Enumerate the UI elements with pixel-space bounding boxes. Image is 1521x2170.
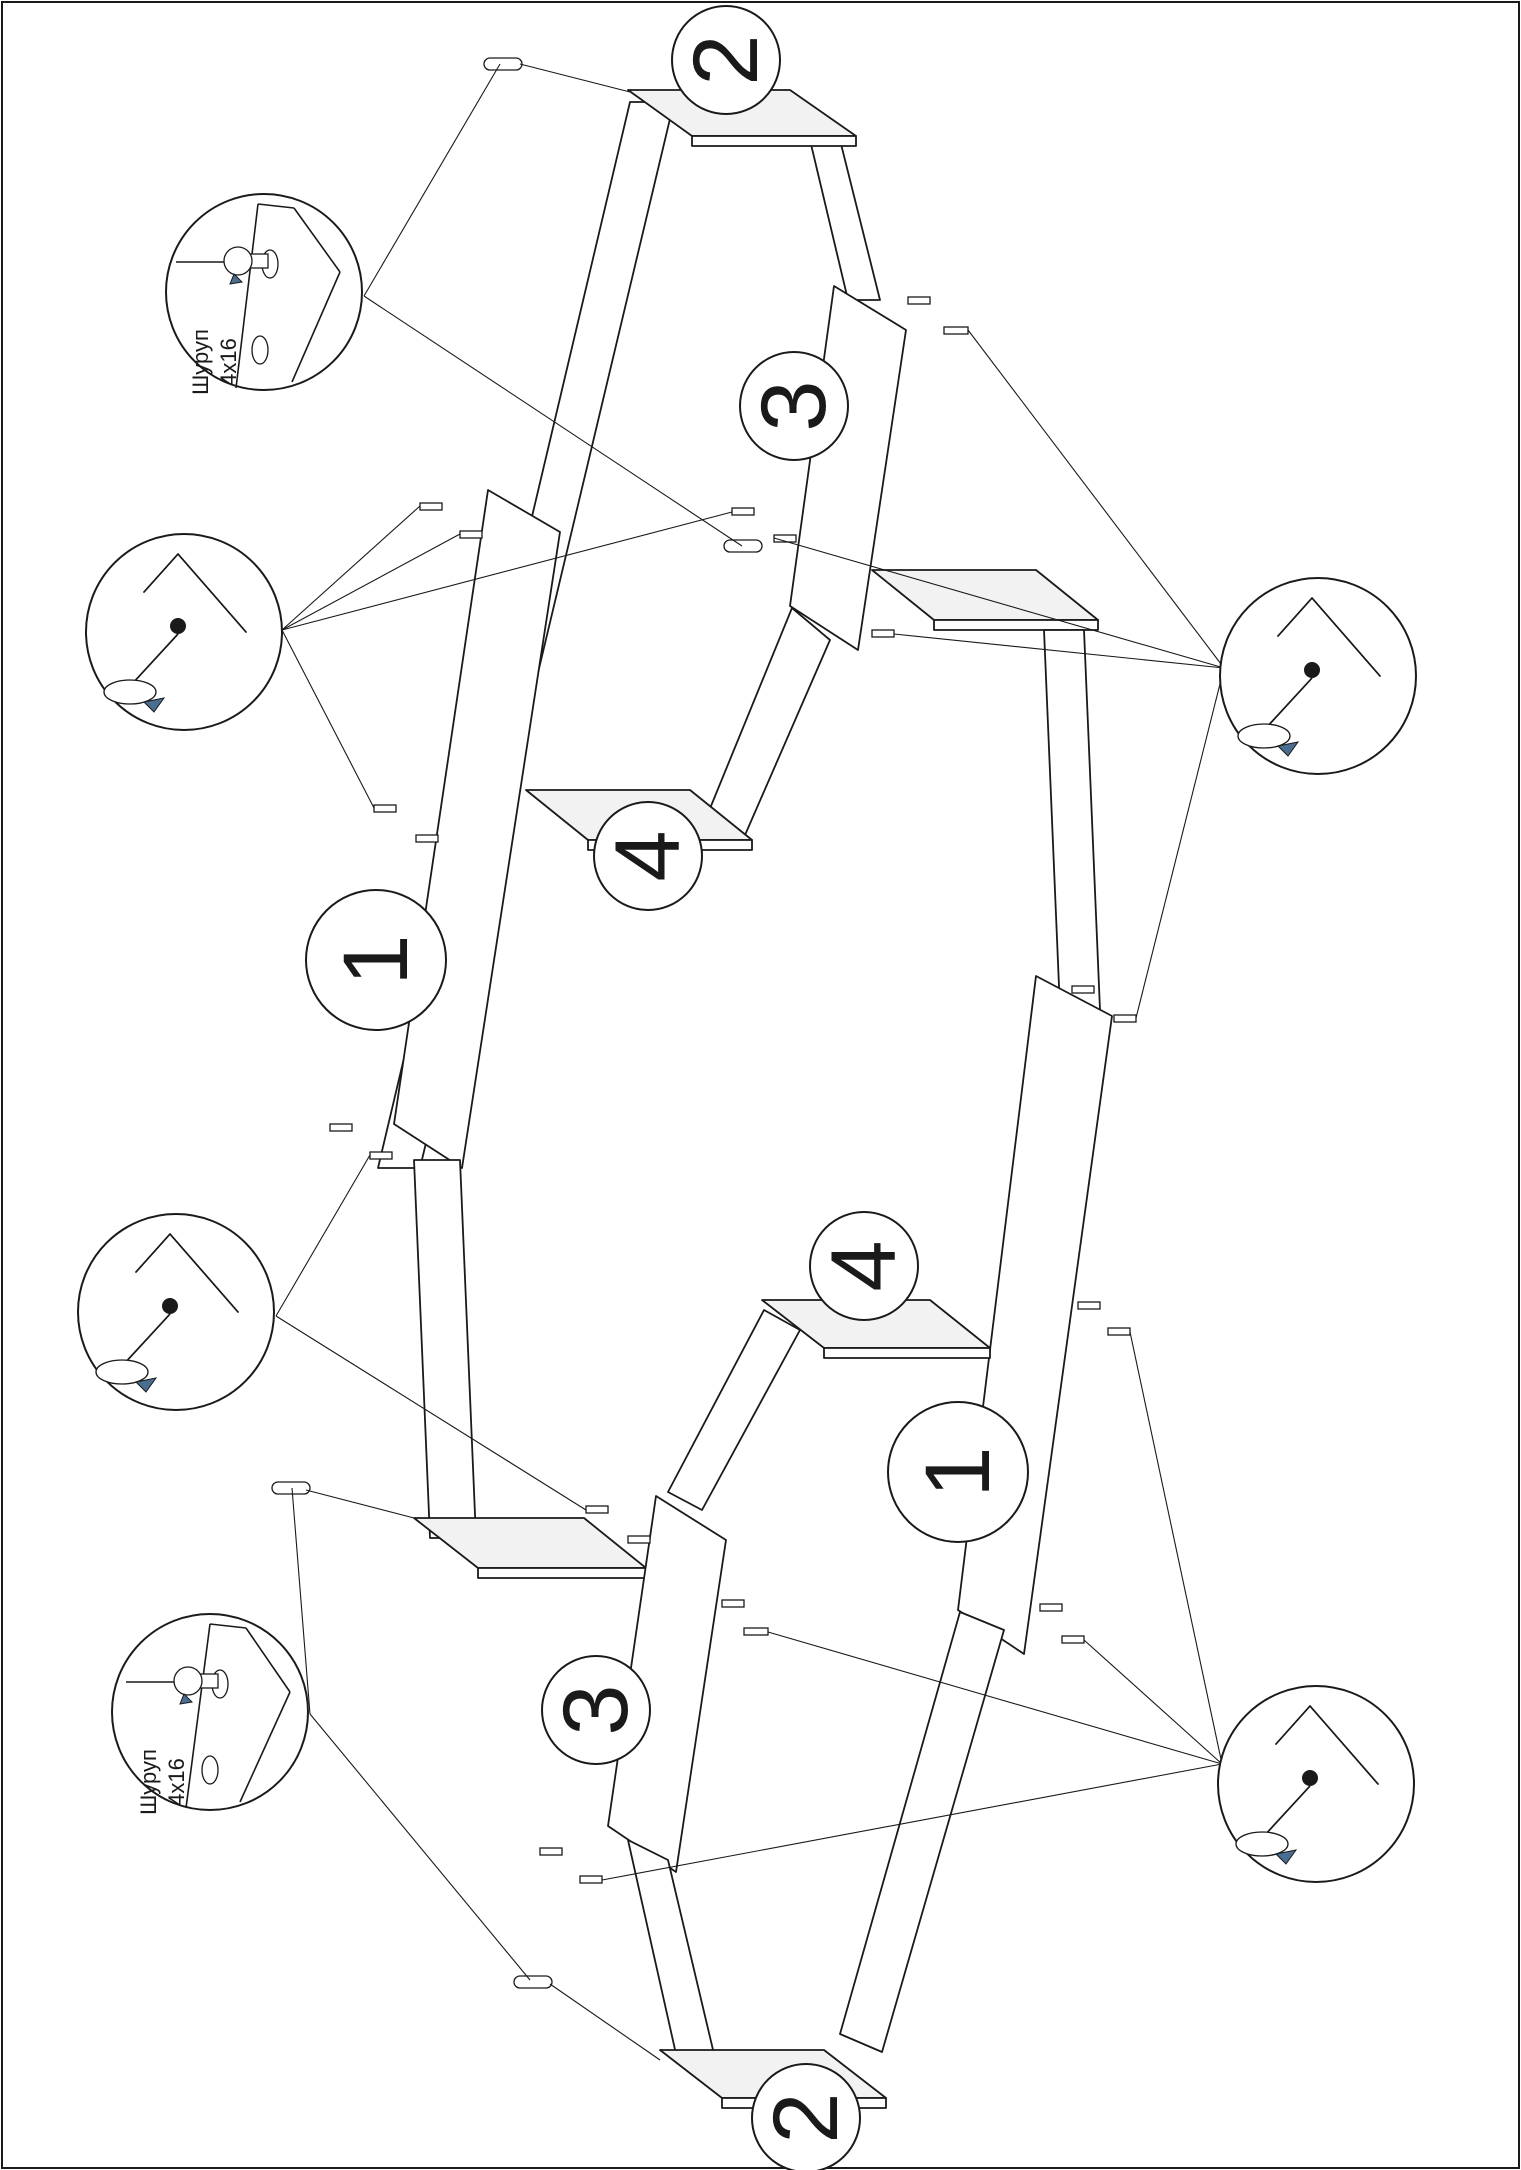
hex-key-callout-right-upper <box>1219 577 1417 775</box>
rail-3-to-2-lower <box>627 1839 715 2055</box>
board-1-upper <box>393 489 561 1169</box>
washer-icon <box>173 1666 203 1696</box>
svg-text:2: 2 <box>675 34 777 85</box>
shelf-right-upper-edge <box>933 619 1099 631</box>
part-label-1-upper: 1 <box>305 889 447 1031</box>
dowel <box>871 629 895 638</box>
dowel <box>731 507 755 516</box>
dowel <box>1071 985 1095 994</box>
screw-callout-size: 4x16 <box>164 1758 189 1806</box>
rotate-arrow-icon <box>179 1693 194 1705</box>
dowel <box>329 1123 353 1132</box>
hardware-pieces <box>271 57 1137 1989</box>
dowel <box>907 296 931 305</box>
shelf-2-top-edge <box>691 135 857 147</box>
dowel <box>579 1875 603 1884</box>
rail-right-long <box>1043 629 1101 1011</box>
shelf-4-lower-edge <box>823 1347 991 1359</box>
rotate-arrow-icon <box>142 697 166 713</box>
hex-key-callout-right-lower <box>1217 1685 1415 1883</box>
screw-callout-name: Шуруп <box>188 329 213 395</box>
cam-connector <box>513 1975 553 1989</box>
rail-4-to-3 <box>667 1309 801 1511</box>
svg-text:3: 3 <box>545 1684 647 1735</box>
lower-assembly <box>413 975 1113 2109</box>
upper-assembly <box>377 89 1101 1169</box>
part-label-2-upper: 2 <box>671 5 781 115</box>
dowel <box>1077 1301 1101 1310</box>
rotate-arrow-icon <box>1274 1849 1298 1865</box>
rail-1-to-2-lower <box>839 1611 1005 2053</box>
rail-left-long <box>413 1159 477 1539</box>
rotate-base-icon <box>1237 723 1291 749</box>
dowel <box>369 1151 393 1160</box>
part-label-4-lower: 4 <box>809 1211 919 1321</box>
part-label-1-lower: 1 <box>887 1401 1029 1543</box>
dowel <box>1113 1014 1137 1023</box>
rotate-base-icon <box>103 679 157 705</box>
dowel <box>1039 1603 1063 1612</box>
leader-lines <box>275 63 1225 2061</box>
shelf-right-upper <box>871 569 1099 621</box>
cam-connector <box>483 57 523 71</box>
dowel <box>459 530 483 539</box>
hex-key-callout-left-middle <box>77 1213 275 1411</box>
rotate-arrow-icon <box>1276 741 1300 757</box>
hole <box>201 1755 219 1785</box>
dowel <box>373 804 397 813</box>
rotate-arrow-icon <box>229 273 244 285</box>
shelf-left-lower <box>413 1517 647 1569</box>
rotate-arrow-icon <box>134 1377 158 1393</box>
part-label-3-lower: 3 <box>541 1655 651 1765</box>
hex-screw-head-icon <box>1304 662 1320 678</box>
hex-screw-head-icon <box>170 618 186 634</box>
board-3-upper <box>789 285 907 651</box>
screw-callout-size: 4x16 <box>216 338 241 386</box>
screw-callout-upper: Шуруп 4x16 <box>165 193 363 395</box>
svg-text:1: 1 <box>325 934 427 985</box>
rail-upper-right <box>809 139 881 301</box>
rotate-base-icon <box>95 1359 149 1385</box>
svg-text:2: 2 <box>755 2092 857 2143</box>
cam-connector <box>271 1481 311 1495</box>
dowel <box>419 502 443 511</box>
dowel <box>721 1599 745 1608</box>
shelf-left-lower-edge <box>477 1567 647 1579</box>
dowel <box>627 1535 651 1544</box>
hex-key-callout-left-upper <box>85 533 283 731</box>
dowel <box>539 1847 563 1856</box>
svg-text:1: 1 <box>907 1446 1009 1497</box>
dowel <box>1061 1635 1085 1644</box>
part-label-2-lower: 2 <box>751 2063 861 2170</box>
svg-text:4: 4 <box>813 1240 915 1291</box>
hex-screw-head-icon <box>1302 1770 1318 1786</box>
board-1-lower <box>957 975 1113 1655</box>
dowel <box>943 326 969 335</box>
rail-3-to-4 <box>701 607 831 843</box>
dowel <box>1107 1327 1131 1336</box>
part-label-3-upper: 3 <box>739 351 849 461</box>
part-labels: 2 3 4 1 4 1 3 <box>305 5 1029 2170</box>
dowel <box>585 1505 609 1514</box>
svg-text:4: 4 <box>597 830 699 881</box>
screw-callout-name: Шуруп <box>136 1749 161 1815</box>
hex-screw-head-icon <box>162 1298 178 1314</box>
dowel <box>415 834 439 843</box>
washer-icon <box>223 246 253 276</box>
dowel <box>743 1627 769 1636</box>
hole <box>251 335 269 365</box>
part-label-4-upper: 4 <box>593 801 703 911</box>
rotate-base-icon <box>1235 1831 1289 1857</box>
screw-callout-lower: Шуруп 4x16 <box>111 1613 309 1815</box>
cam-connector <box>723 539 763 553</box>
svg-text:3: 3 <box>743 380 845 431</box>
